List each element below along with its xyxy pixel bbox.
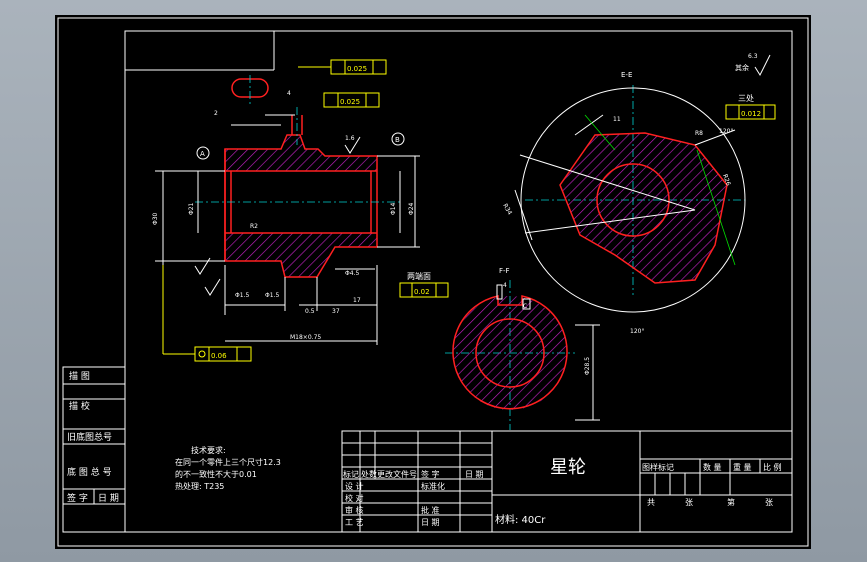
angle-label-top: 120° <box>719 128 733 135</box>
star-wheel-bore <box>596 163 670 237</box>
svg-text:C: C <box>523 303 527 310</box>
svg-text:4: 4 <box>287 90 291 97</box>
tb-check: 校 对 <box>345 493 364 503</box>
tolerance-frames: 0.025 0.025 0.02 两端面 0.06 <box>162 59 449 362</box>
pitch-circle <box>520 87 746 313</box>
corner-box <box>125 31 275 71</box>
tech-line-2: 的不一致性不大于0.01 <box>175 469 257 479</box>
tol-4: 0.02 <box>414 288 430 296</box>
tol-1: 0.025 <box>347 65 367 73</box>
datum-b-label: B <box>395 136 400 144</box>
tech-line-3: 热处理: T235 <box>175 481 224 491</box>
star-wheel-outline <box>559 132 728 284</box>
svg-text:R8: R8 <box>695 130 703 137</box>
svg-text:17: 17 <box>353 297 361 304</box>
tb-sheet-number: 第 <box>727 497 735 507</box>
tb-sheet-total: 共 <box>647 498 655 507</box>
side-table: 描 图 描 校 旧底图总号 底 图 总 号 签 字 日 期 <box>62 366 126 533</box>
tb-sheet-unit-1: 张 <box>685 498 693 507</box>
tech-requirements: 技术要求: 在同一个零件上三个尺寸12.3 的不一致性不大于0.01 热处理: … <box>175 445 281 491</box>
svg-text:R26: R26 <box>721 173 732 187</box>
material-label: 材料: 40Cr <box>495 513 546 526</box>
drawing-canvas[interactable]: 描 图 描 校 旧底图总号 底 图 总 号 签 字 日 期 <box>55 15 811 549</box>
svg-text:1.6: 1.6 <box>345 135 355 142</box>
front-section-view: Φ1.5 Φ1.5 Φ4.5 M18×0.75 17 37 0.5 Φ30 Φ2… <box>152 75 420 345</box>
datum-circle-a <box>196 146 210 160</box>
tech-line-1: 在同一个零件上三个尺寸12.3 <box>175 457 281 467</box>
bottom-wall-hatch <box>225 233 377 277</box>
tech-heading: 技术要求: <box>191 445 226 455</box>
top-wall-hatch <box>225 135 377 171</box>
svg-text:Φ14: Φ14 <box>390 202 397 215</box>
outer-frame <box>57 17 809 547</box>
tb-header-count: 处数 <box>361 469 377 479</box>
section-ee-view: E-E 11 R34 R26 R8 120° 120° 三处 0.012 其余 … <box>501 53 776 335</box>
datum-circle-b <box>391 132 405 146</box>
svg-text:Φ28.5: Φ28.5 <box>584 357 591 375</box>
side-label-sign: 签 字 <box>67 492 88 504</box>
tb-design: 设 计 <box>345 481 364 491</box>
tol-2: 0.025 <box>340 98 360 106</box>
svg-text:Φ4.5: Φ4.5 <box>345 270 359 277</box>
svg-text:Φ24: Φ24 <box>408 202 415 215</box>
svg-text:11: 11 <box>613 116 621 123</box>
svg-text:2: 2 <box>214 110 218 117</box>
section-ff-view: F-F Φ28.5 4 C <box>445 267 600 430</box>
tb-stage-mark: 图样标记 <box>642 462 674 472</box>
tol-6: 0.06 <box>211 352 227 360</box>
tb-stage-scale: 比 例 <box>763 462 782 472</box>
svg-text:M18×0.75: M18×0.75 <box>290 334 321 341</box>
side-label-old-base: 旧底图总号 <box>67 431 112 443</box>
remaining-label: 其余 <box>735 63 749 72</box>
section-ee-label: E-E <box>621 71 632 79</box>
cad-viewport[interactable]: 描 图 描 校 旧底图总号 底 图 总 号 签 字 日 期 <box>55 15 811 549</box>
tb-header-mark: 标记 <box>343 469 359 479</box>
svg-text:Φ1.5: Φ1.5 <box>265 292 279 299</box>
tb-review: 审 核 <box>345 505 364 515</box>
tb-date: 日 期 <box>421 518 440 527</box>
ff-bore <box>475 318 545 388</box>
tb-stage-weight: 重 量 <box>733 462 752 472</box>
svg-text:4: 4 <box>503 282 507 289</box>
part-name: 星轮 <box>550 457 586 478</box>
both-ends-label: 两端面 <box>407 271 431 281</box>
svg-text:R34: R34 <box>501 203 513 217</box>
svg-text:6.3: 6.3 <box>748 53 758 60</box>
tb-process: 工 艺 <box>345 518 364 527</box>
tb-stage-qty: 数 量 <box>703 462 722 472</box>
side-label-trace-check: 描 校 <box>69 400 90 412</box>
side-label-base: 底 图 总 号 <box>67 466 112 478</box>
three-places-label: 三处 <box>738 93 754 103</box>
tb-header-sign: 签 字 <box>421 469 440 479</box>
star-wheel-hatch <box>560 133 727 283</box>
svg-text:Φ30: Φ30 <box>152 212 159 225</box>
svg-text:R2: R2 <box>250 223 258 230</box>
tb-sheet-unit-2: 张 <box>765 498 773 507</box>
section-ff-label: F-F <box>499 267 510 275</box>
svg-text:Φ1.5: Φ1.5 <box>235 292 249 299</box>
tb-header-doc: 更改文件号 <box>377 469 417 479</box>
angle-label-bottom: 120° <box>630 328 644 335</box>
title-block: 标记 处数 更改文件号 签 字 日 期 设 计 标准化 校 对 审 核 批 准 … <box>341 430 793 533</box>
svg-text:0.5: 0.5 <box>305 308 315 315</box>
tb-approve: 批 准 <box>421 505 440 515</box>
ff-outer-profile <box>452 295 568 410</box>
svg-text:Φ21: Φ21 <box>188 202 195 215</box>
svg-text:37: 37 <box>332 308 340 315</box>
side-label-trace: 描 图 <box>69 370 90 382</box>
datum-a-label: A <box>200 150 205 158</box>
tb-standard: 标准化 <box>421 481 445 491</box>
side-label-date: 日 期 <box>98 493 119 504</box>
tol-3: 0.012 <box>741 110 761 118</box>
tb-header-date: 日 期 <box>465 470 484 479</box>
roughness-mark <box>344 136 361 154</box>
